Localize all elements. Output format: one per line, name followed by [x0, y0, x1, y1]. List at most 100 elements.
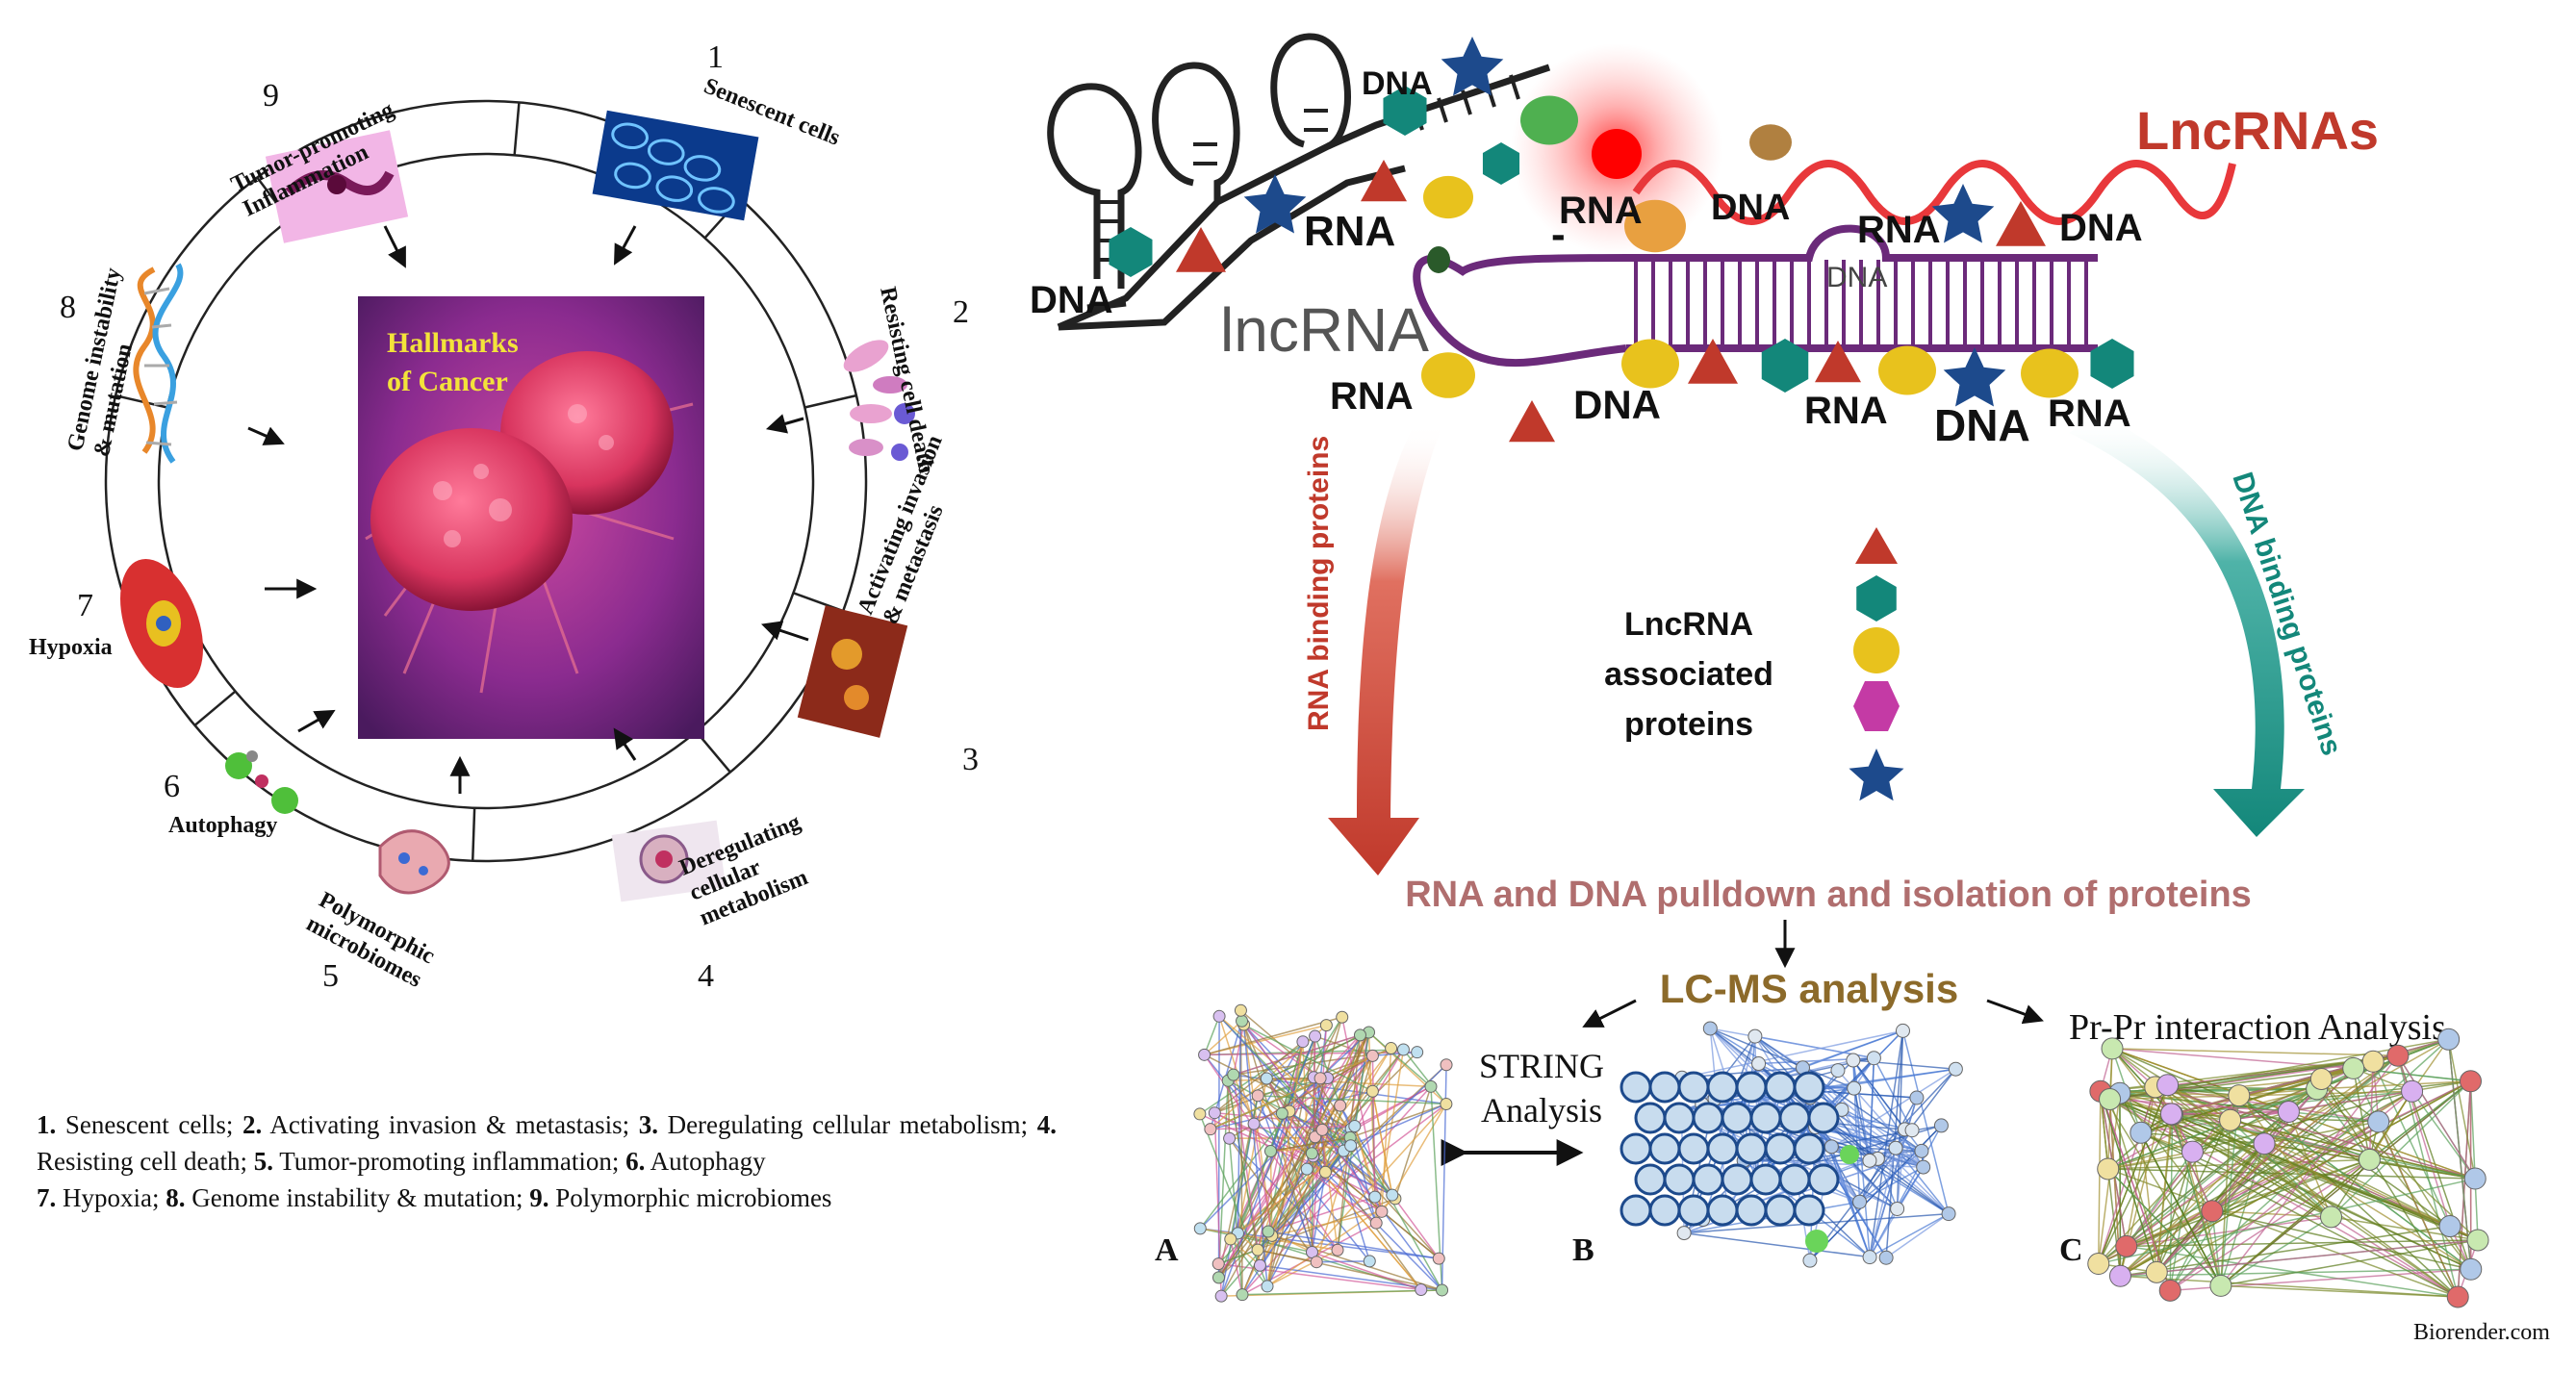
legend-text: Activating invasion & metastasis; — [262, 1110, 639, 1139]
network-node — [1193, 1107, 1207, 1121]
dna-inner-label: DNA — [1826, 262, 1887, 293]
rna-label: RNA — [1304, 208, 1395, 255]
protein-hexagon — [1109, 227, 1153, 277]
dna-label: DNA — [2059, 207, 2143, 249]
network-node — [1904, 1123, 1920, 1138]
network-node — [1236, 1288, 1249, 1302]
network-node — [1263, 1144, 1277, 1157]
network-node — [1948, 1061, 1963, 1077]
legend-number: 5. — [253, 1147, 273, 1176]
protein-blob — [1621, 339, 1679, 389]
network-node — [1706, 1194, 1739, 1227]
network-node — [2101, 1037, 2124, 1060]
protein-triangle — [1996, 201, 2046, 246]
minus-sign: - — [1551, 211, 1566, 258]
ring-arrow — [614, 225, 637, 266]
legend-number: 1. — [37, 1110, 57, 1139]
network-node — [1793, 1194, 1825, 1227]
protein-blob — [1427, 246, 1450, 273]
network-node — [1424, 1079, 1438, 1093]
network-node — [1862, 1153, 1877, 1168]
network-node — [1315, 1123, 1329, 1136]
hallmark-number: 8 — [60, 290, 76, 325]
network-node — [1933, 1118, 1949, 1133]
network-node — [1805, 1230, 1828, 1253]
network-node — [1260, 1072, 1273, 1085]
hallmark-number: 6 — [164, 769, 180, 804]
dna-label: DNA — [1934, 400, 2030, 450]
network-node — [2437, 1028, 2461, 1051]
network-node — [1888, 1140, 1903, 1155]
purple-lncrna — [1413, 224, 2098, 368]
pulldown-text: RNA and DNA pulldown and isolation of pr… — [1405, 875, 2252, 915]
invasion-metastasis-image — [797, 605, 908, 738]
protein-blob — [2021, 348, 2079, 398]
ring-arrow — [761, 621, 809, 642]
biorender-credit: Biorender.com — [2413, 1320, 2550, 1345]
network-node — [1211, 1257, 1225, 1271]
protein-key-line: proteins — [1624, 706, 1753, 743]
cancer-cell-1 — [370, 428, 573, 611]
network-node — [2130, 1121, 2153, 1144]
legend-text: Deregulating cellular metabolism; — [657, 1110, 1037, 1139]
senescent-cells-image — [592, 110, 759, 221]
rna-label: RNA — [1559, 190, 1643, 232]
network-node — [2463, 1167, 2487, 1190]
key-hexagon — [1856, 575, 1897, 622]
network-node — [1847, 1080, 1862, 1096]
legend-text: Senescent cells; — [56, 1110, 242, 1139]
network-node — [1318, 1165, 1332, 1179]
prpr-label: Pr-Pr interaction Analysis — [2069, 1007, 2446, 1048]
string-line: STRING — [1479, 1047, 1604, 1085]
network-node — [2386, 1044, 2410, 1067]
network-node — [1305, 1147, 1318, 1160]
protein-blob — [1749, 124, 1792, 161]
protein-triangle — [1815, 341, 1861, 383]
protein-hexagon — [1761, 339, 1809, 393]
metabolism-image — [611, 820, 727, 902]
network-node — [1764, 1194, 1797, 1227]
legend-number: 4. — [1036, 1110, 1057, 1139]
network-node — [1778, 1102, 1811, 1134]
lcms-text: LC-MS analysis — [1660, 966, 1958, 1011]
network-node — [1319, 1019, 1333, 1032]
protein-triangle — [1361, 160, 1407, 202]
bound-proteins — [1109, 37, 2134, 443]
network-node — [1634, 1163, 1667, 1196]
network-node — [2277, 1101, 2300, 1124]
microbiome-image — [378, 829, 450, 895]
network-node — [1663, 1102, 1696, 1134]
network-node — [2401, 1079, 2424, 1103]
hallmark-label: Activating invasion& metastasis — [853, 432, 972, 628]
protein-blob — [1423, 175, 1473, 219]
ring-arrow — [613, 727, 637, 761]
network-node — [2361, 1050, 2385, 1073]
network-node — [1331, 1243, 1344, 1256]
network-node — [1262, 1225, 1275, 1238]
network-node — [1348, 1120, 1362, 1133]
protein-star — [1441, 37, 1504, 96]
protein-key-icons — [1849, 527, 1904, 801]
panel-label-a: A — [1155, 1232, 1179, 1268]
network-node — [1620, 1071, 1652, 1104]
network-node — [2367, 1110, 2390, 1133]
key-blob — [1853, 627, 1900, 673]
legend-number: 2. — [242, 1110, 263, 1139]
network-node — [2320, 1206, 2343, 1229]
binding-site — [1592, 129, 1642, 179]
purple-rungs — [1634, 260, 2088, 346]
network-node — [2459, 1070, 2482, 1093]
network-node — [1852, 1194, 1868, 1209]
network-node — [1212, 1271, 1226, 1284]
ring-divider — [471, 807, 476, 861]
network-node — [1353, 1028, 1366, 1042]
resisting-cell-death-image — [843, 340, 915, 461]
network-node — [1749, 1102, 1782, 1134]
network-node — [2219, 1108, 2242, 1131]
protein-key-line: associated — [1604, 656, 1773, 693]
dna-helix-image — [133, 263, 184, 464]
hallmark-number: 7 — [77, 588, 93, 623]
